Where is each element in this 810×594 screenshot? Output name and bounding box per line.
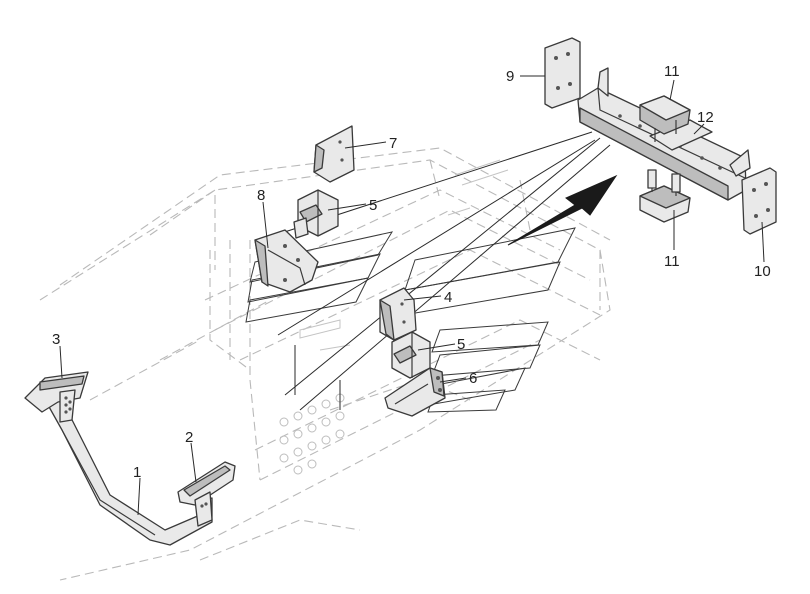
part-4-bracket xyxy=(379,287,417,341)
callout-9: 9 xyxy=(506,68,514,85)
part-8-bracket xyxy=(254,229,319,293)
leader-lines xyxy=(59,75,765,516)
part-6-bracket xyxy=(384,367,446,417)
assembly-direction-arrow xyxy=(507,174,618,246)
part-7-gusset xyxy=(313,125,355,183)
projection-lines xyxy=(259,131,611,411)
part-10-end-plate xyxy=(741,167,777,235)
callout-7: 7 xyxy=(389,135,397,152)
callouts: 1 2 3 4 5 5 6 7 8 9 10 11 11 12 xyxy=(52,63,771,481)
callout-8: 8 xyxy=(257,187,265,204)
callout-4: 4 xyxy=(444,289,452,306)
callout-3: 3 xyxy=(52,331,60,348)
callout-11-upper: 11 xyxy=(664,63,680,80)
callout-5-upper: 5 xyxy=(369,197,377,214)
step-assembly xyxy=(24,371,236,546)
part-5-mount-upper xyxy=(293,189,339,239)
callout-2: 2 xyxy=(185,429,193,446)
part-5-mount-lower xyxy=(391,331,431,379)
crossmember-assembly xyxy=(544,37,777,235)
callout-11-lower: 11 xyxy=(664,253,680,270)
part-11-pad-upper xyxy=(639,95,691,142)
callout-6: 6 xyxy=(469,370,477,387)
callout-5-lower: 5 xyxy=(457,336,465,353)
part-1-step-frame xyxy=(47,399,213,546)
callout-10: 10 xyxy=(754,263,771,280)
part-11-pad-lower xyxy=(639,169,691,223)
part-9-end-plate xyxy=(544,37,581,109)
callout-1: 1 xyxy=(133,464,141,481)
callout-12: 12 xyxy=(697,109,714,126)
ghost-perforation-grid xyxy=(279,393,345,475)
